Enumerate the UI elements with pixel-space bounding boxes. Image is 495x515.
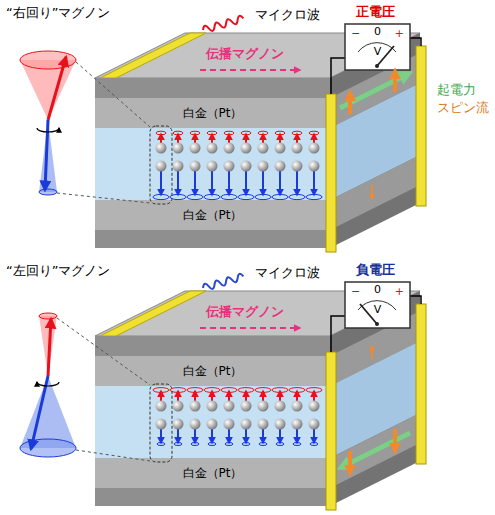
- meter-scale-mark: −: [351, 285, 360, 298]
- meter-scale-mark: +: [395, 27, 404, 40]
- voltage-sign-label: 正電圧: [356, 4, 395, 20]
- layer-label: 白金（Pt）: [183, 208, 243, 222]
- voltmeter: − 0 + V: [345, 282, 410, 328]
- microwave-label: マイクロ波: [255, 265, 320, 281]
- meter-scale-mark: V: [374, 45, 382, 58]
- magnon-title: “右回り”マグノン: [6, 5, 110, 21]
- magnon-propagation-label: 伝播マグノン: [206, 304, 284, 320]
- voltage-sign-label: 負電圧: [356, 262, 395, 278]
- voltmeter: − 0 + V: [345, 24, 410, 70]
- platinum-layer: 白金（Pt）: [95, 356, 330, 386]
- lower-panel: [20, 273, 426, 510]
- platinum-layer: 白金（Pt）: [95, 458, 330, 488]
- magnon-propagation-label: 伝播マグノン: [206, 46, 284, 62]
- upper-panel: [20, 15, 426, 252]
- spin-current-label: スピン流: [437, 100, 489, 116]
- platinum-layer: 白金（Pt）: [95, 98, 330, 128]
- layer-label: 白金（Pt）: [183, 466, 243, 480]
- meter-scale-mark: 0: [374, 283, 381, 296]
- microwave-label: マイクロ波: [255, 7, 320, 23]
- meter-scale-mark: V: [374, 303, 382, 316]
- meter-scale-mark: −: [351, 27, 360, 40]
- meter-scale-mark: +: [395, 285, 404, 298]
- layer-label: 白金（Pt）: [183, 364, 243, 378]
- magnon-title: “左回り”マグノン: [6, 263, 110, 279]
- layer-label: 白金（Pt）: [183, 106, 243, 120]
- emf-label: 起電力: [437, 82, 476, 98]
- meter-scale-mark: 0: [374, 25, 381, 38]
- platinum-layer: 白金（Pt）: [95, 200, 330, 230]
